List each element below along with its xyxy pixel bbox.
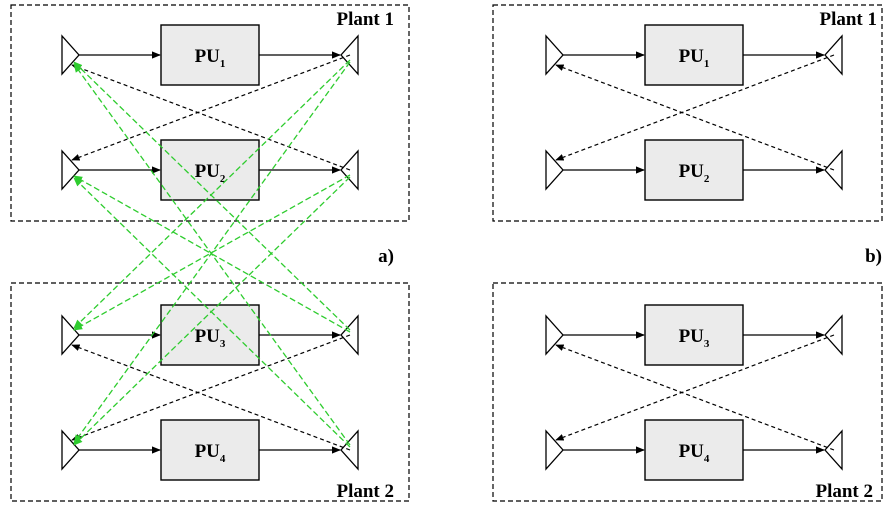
panel-b-label: b) [865,246,882,267]
processing-unit-2-b: PU2 [644,139,744,201]
mixer-4-icon-b [545,429,564,471]
svg-text:PU2: PU2 [195,161,226,185]
svg-text:PU2: PU2 [679,161,710,185]
inter-link-s1-m3 [73,59,351,329]
svg-text:PU1: PU1 [679,46,710,70]
mixer-3-icon [61,314,80,356]
processing-unit-4-b: PU4 [644,419,744,481]
processing-unit-1-b: PU1 [644,24,744,86]
mixer-1-icon-b [545,34,564,76]
pu-3-name: PU [195,326,221,347]
processing-unit-3-b: PU3 [644,304,744,366]
pu-4-name: PU [195,441,221,462]
pu-2-index-b: 2 [704,173,710,185]
svg-text:PU4: PU4 [679,441,710,465]
inter-link-s4-m2 [73,177,351,448]
processing-unit-3: PU3 [160,304,260,366]
processing-unit-2: PU2 [160,139,260,201]
intra-link-s1-m2-b [555,54,835,161]
panel-b: Plant 1 Plant 2 b) PU1 PU2 PU3 PU4 [492,4,883,502]
pu-1-name-b: PU [679,46,705,67]
processing-unit-1: PU1 [160,24,260,86]
plant-1-label: Plant 1 [336,9,394,30]
plant-2-boundary [10,282,410,502]
svg-text:PU3: PU3 [195,326,226,350]
plant-1-label-b: Plant 1 [819,9,877,30]
intra-link-s4-m3 [71,344,351,451]
panel-a-label: a) [378,246,394,267]
pu-2-name: PU [195,161,221,182]
pu-3-index-b: 3 [704,338,710,350]
svg-text:PU1: PU1 [195,46,226,70]
mixer-2-icon-b [545,149,564,191]
pu-1-name: PU [195,46,221,67]
mixer-4-icon [61,429,80,471]
inter-link-s1-m4 [73,61,351,444]
pu-1-index: 1 [220,58,226,70]
pu-3-index: 3 [220,338,226,350]
plant-2-boundary-b [492,282,883,502]
inter-link-s2-m4 [73,176,351,446]
plant-2-label: Plant 2 [336,481,394,502]
pu-2-index: 2 [220,173,226,185]
inter-link-s3-m2 [73,175,351,333]
pu-2-name-b: PU [679,161,705,182]
plant-1-boundary [10,4,410,222]
mixer-1-icon [61,34,80,76]
pu-1-index-b: 1 [704,58,710,70]
intra-link-s3-m4-b [555,334,835,441]
pu-3-name-b: PU [679,326,705,347]
plant-1-boundary-b [492,4,883,222]
processing-unit-4: PU4 [160,419,260,481]
inter-link-s3-m1 [73,61,351,331]
intra-link-s2-m1-b [555,64,835,171]
intra-link-s1-m2 [71,54,351,161]
intra-link-s2-m1 [71,64,351,171]
intra-link-s4-m3-b [555,344,835,451]
intra-link-s3-m4 [71,334,351,441]
mixer-2-icon [61,149,80,191]
panel-a: Plant 1 Plant 2 a) PU1 PU2 PU3 PU4 [10,4,410,502]
pu-4-name-b: PU [679,441,705,462]
svg-text:PU4: PU4 [195,441,226,465]
svg-text:PU3: PU3 [679,326,710,350]
pu-4-index: 4 [220,453,226,465]
mixer-3-icon-b [545,314,564,356]
plant-2-label-b: Plant 2 [815,481,873,502]
pu-4-index-b: 4 [704,453,710,465]
